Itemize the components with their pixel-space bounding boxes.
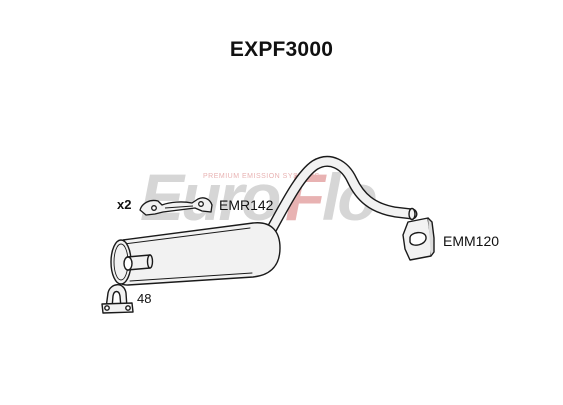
watermark-tagline: PREMIUM EMISSION SYSTEMS	[203, 173, 320, 180]
bracket-icon	[402, 217, 435, 261]
mounting-bracket-code: EMM120	[443, 233, 500, 249]
rubber-mount-quantity: x2	[117, 197, 132, 212]
svg-text:Euro: Euro	[140, 160, 280, 234]
u-clamp-icon	[101, 284, 134, 314]
rubber-mount-code: EMR142	[219, 197, 274, 213]
clamp-code: 48	[137, 291, 152, 306]
rubber-hanger-icon	[139, 197, 213, 216]
page-title: EXPF3000	[229, 38, 334, 61]
silencer-icon	[110, 155, 418, 286]
